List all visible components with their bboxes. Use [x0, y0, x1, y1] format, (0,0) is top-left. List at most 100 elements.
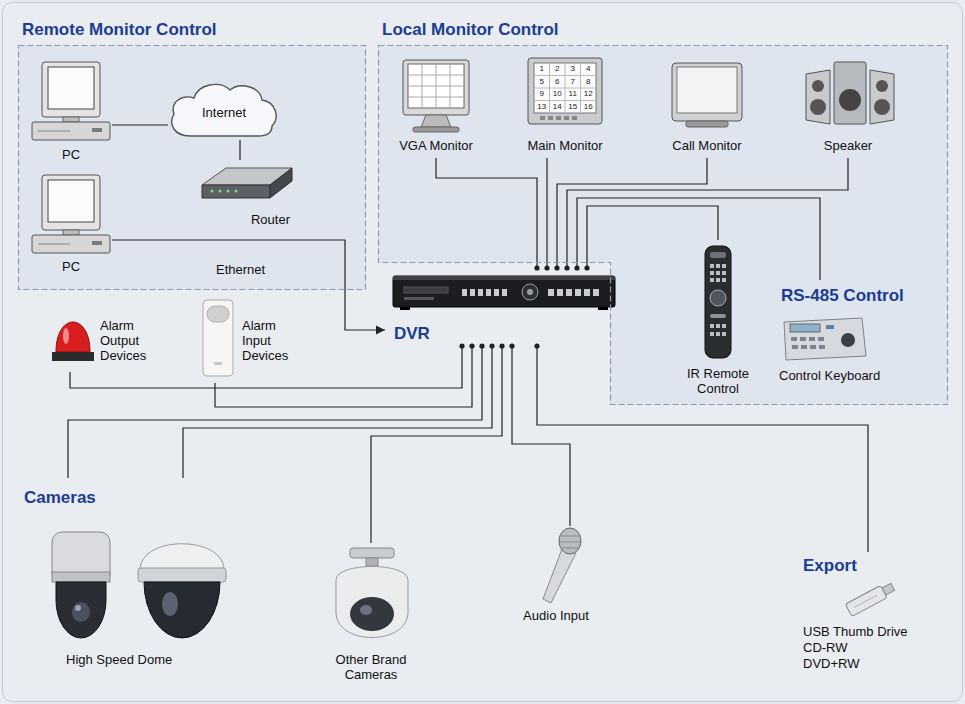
device-label: Main Monitor [516, 138, 614, 153]
ir-remote-icon [716, 332, 720, 336]
usb-drive-icon [854, 595, 877, 607]
ir-remote-icon [722, 278, 726, 282]
channel-number: 1 [534, 63, 550, 75]
connector-line [436, 158, 537, 268]
panel-fill [18, 45, 366, 290]
channel-number: 14 [550, 101, 566, 113]
speaker-icon [870, 70, 894, 124]
pc-icon [32, 235, 110, 253]
dvr-device-icon [393, 276, 615, 280]
monitor-panel: Remote Monitor ControlPCInternetPCRouter [18, 18, 366, 290]
dvr-device-icon [527, 289, 533, 295]
channel-number: 16 [581, 101, 597, 113]
device-label: Alarm Input Devices [242, 318, 304, 363]
ir-remote-icon [710, 252, 726, 258]
pc-icon [92, 128, 102, 132]
dvr-device-icon [557, 289, 563, 296]
junction-dot [459, 343, 464, 348]
motion-sensor-icon [207, 306, 229, 322]
dvr-device-icon [593, 289, 599, 296]
link-label: Ethernet [216, 262, 265, 277]
ir-remote-icon [716, 264, 720, 268]
device-label: Router [251, 212, 290, 227]
junction-dot [509, 343, 514, 348]
control-keyboard: RS-485 ControlControl Keyboard [775, 280, 940, 388]
router-icon [211, 190, 214, 193]
device-label: High Speed Dome [66, 652, 172, 667]
control-keyboard-icon [792, 345, 798, 349]
junction-dot [574, 265, 579, 270]
ptz-camera-icon [366, 558, 378, 566]
dvr-device-icon [584, 289, 590, 296]
ir-remote-icon [710, 314, 726, 318]
speed-dome-icon [140, 544, 224, 570]
channel-number: 7 [565, 76, 581, 88]
channel-number: 13 [534, 101, 550, 113]
control-keyboard-icon [809, 337, 815, 341]
group-heading: DVR [394, 324, 430, 344]
device-label: PC [41, 259, 101, 274]
main-monitor-icon [534, 63, 596, 113]
usb-drive-icon [845, 581, 896, 617]
dvr-device-icon [575, 289, 581, 296]
dvr-device-icon [502, 289, 507, 296]
main-monitor: Main Monitor [515, 55, 616, 158]
frame [3, 3, 963, 702]
channel-number: 8 [581, 76, 597, 88]
dvr-device-icon [548, 289, 554, 296]
speed-dome-icon [162, 592, 178, 616]
dvr-device-icon [486, 289, 491, 296]
vga-monitor: VGA Monitor [388, 55, 486, 158]
dvr-device-icon [478, 289, 483, 296]
ir-remote-icon [716, 271, 720, 275]
connector-line [371, 343, 505, 543]
device-label: PC [41, 147, 101, 162]
pc-station: PC [30, 60, 112, 166]
junction-dot [469, 343, 474, 348]
junction-dot [499, 343, 504, 348]
dome-camera-icon [52, 532, 110, 584]
control-keyboard-icon [841, 333, 855, 347]
ir-remote-icon [705, 246, 731, 358]
speaker-icon [834, 62, 866, 124]
pc-icon [42, 62, 100, 117]
junction-dot [534, 343, 539, 348]
pc-station: PC [30, 172, 112, 278]
ptz-camera-icon [336, 567, 408, 638]
alarm-siren-icon [56, 322, 90, 352]
junction-dot [564, 265, 569, 270]
control-keyboard-icon [826, 325, 834, 329]
device-label: Speaker [803, 138, 893, 153]
dome-camera-icon [75, 605, 81, 611]
speed-dome-icon [138, 544, 226, 638]
connector-line [557, 158, 707, 268]
camera-group: CamerasHigh Speed Dome [20, 478, 235, 672]
pc-icon [63, 117, 79, 122]
channel-number: 6 [550, 76, 566, 88]
ir-remote-icon [710, 278, 714, 282]
dome-camera-icon [52, 532, 110, 638]
connector-line [68, 346, 482, 478]
dvr-device-icon [462, 289, 467, 296]
panel-fill [378, 45, 948, 405]
speaker: Speaker [800, 55, 895, 158]
speed-dome-icon [144, 582, 220, 638]
vga-monitor-icon [403, 60, 469, 132]
channel-number: 5 [534, 76, 550, 88]
speaker-icon [810, 99, 826, 115]
group-heading: Remote Monitor Control [22, 20, 217, 40]
microphone-icon [543, 528, 581, 603]
ir-remote-icon [710, 264, 714, 268]
call-monitor-icon [677, 67, 737, 113]
ir-remote-icon [722, 264, 726, 268]
junction-dot [554, 265, 559, 270]
main-monitor-icon [534, 63, 596, 113]
pc-icon [38, 131, 70, 132]
junction-dot [479, 343, 484, 348]
connector-line [183, 343, 495, 478]
connector-line [577, 198, 820, 280]
device-label: Other Brand Cameras [325, 652, 417, 682]
connector-line [68, 343, 485, 478]
speaker-icon [812, 80, 824, 92]
